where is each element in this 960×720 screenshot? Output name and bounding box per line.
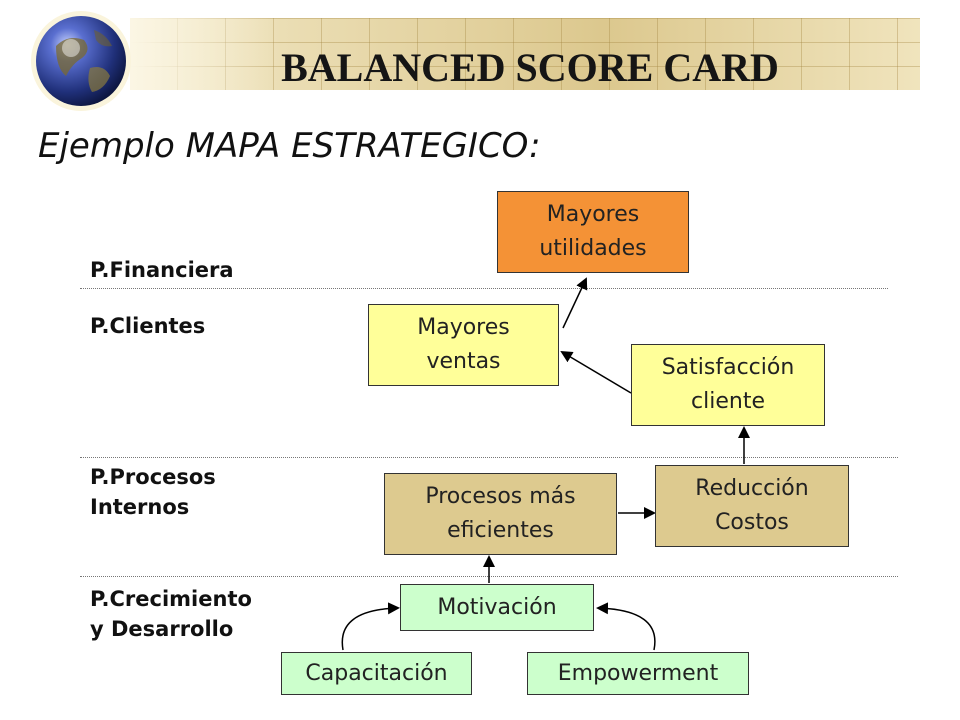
perspective-crecimiento-desarrollo: P.Crecimiento y Desarrollo (90, 587, 252, 641)
node-reduccion-costos: Reducción Costos (655, 465, 849, 547)
page-subtitle: Ejemplo MAPA ESTRATEGICO: (38, 126, 541, 166)
arrow-empowerment-motivacion (596, 602, 656, 651)
banner-highlight (130, 18, 280, 90)
separator-financiera-clientes (80, 288, 888, 289)
node-motivacion: Motivación (400, 584, 594, 631)
perspective-clientes: P.Clientes (90, 314, 206, 338)
arrow-satisfaccion-ventas (560, 350, 632, 394)
node-capacitacion: Capacitación (281, 652, 472, 695)
perspective-financiera: P.Financiera (90, 258, 234, 282)
arrow-ventas-utilidades (562, 277, 588, 329)
perspective-procesos-internos: P.Procesos Internos (90, 465, 216, 519)
node-procesos-mas-eficientes: Procesos más eficientes (384, 473, 617, 555)
arrow-capacitacion-motivacion (341, 602, 400, 651)
node-satisfaccion-cliente: Satisfacción cliente (631, 344, 825, 426)
node-mayores-utilidades: Mayores utilidades (497, 191, 689, 273)
globe-icon (31, 11, 131, 111)
node-empowerment: Empowerment (527, 652, 749, 695)
page-title: BALANCED SCORE CARD (281, 45, 779, 90)
node-mayores-ventas: Mayores ventas (368, 304, 559, 386)
separator-clientes-procesos (80, 457, 898, 458)
title-banner (130, 18, 920, 90)
